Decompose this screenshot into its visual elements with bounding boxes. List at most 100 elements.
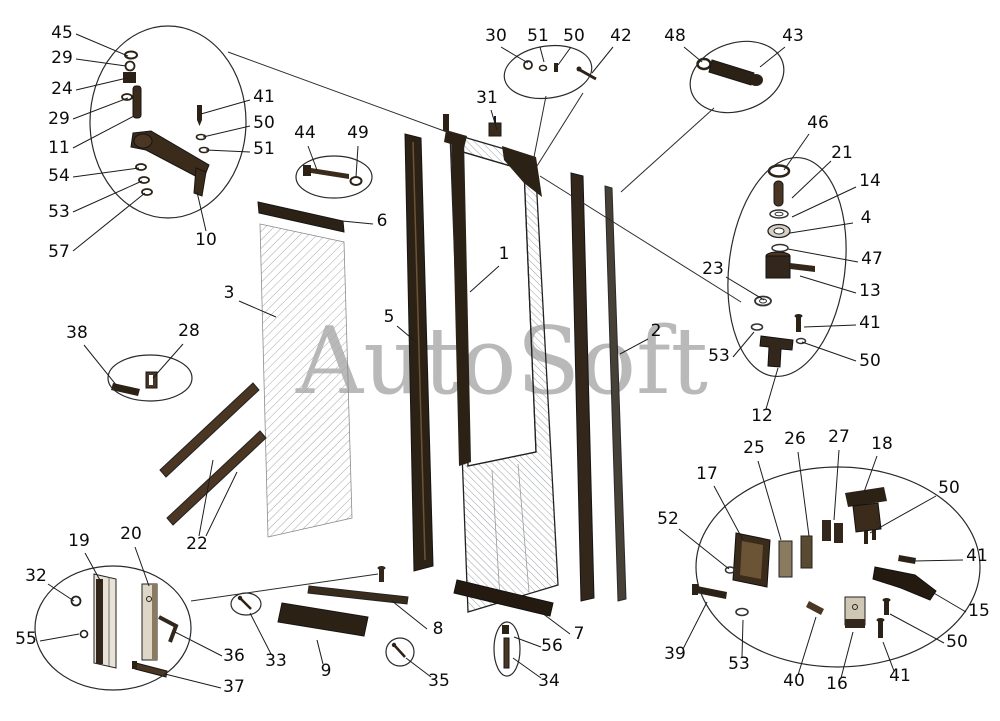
callout-33: 33 [265, 651, 287, 671]
bracket-12 [759, 335, 794, 368]
callout-50e: 50 [946, 632, 968, 652]
callout-41c: 41 [966, 546, 988, 566]
washer-52 [724, 566, 736, 574]
callout-51b: 51 [527, 26, 549, 46]
washer-14 [769, 209, 789, 219]
watermark: AutoSoft [295, 307, 708, 415]
bolt-39 [696, 586, 727, 599]
callout-52: 52 [657, 509, 679, 529]
callout-30: 30 [485, 26, 507, 46]
bubble-fasteners-top [503, 44, 593, 100]
callout-55: 55 [15, 629, 37, 649]
bolt-41r [796, 317, 801, 332]
callout-37: 37 [223, 677, 245, 697]
callout-18: 18 [871, 434, 893, 454]
callout-54: 54 [48, 166, 70, 186]
bubble-limiter [727, 156, 847, 378]
small-bolt [377, 566, 386, 582]
washer-53r [750, 323, 764, 331]
callout-19: 19 [68, 531, 90, 551]
callout-41d: 41 [889, 666, 911, 686]
callout-38: 38 [66, 323, 88, 343]
rod-34 [503, 637, 510, 669]
bracket-31 [488, 116, 502, 137]
callout-47: 47 [861, 249, 883, 269]
callout-41b: 41 [859, 313, 881, 333]
screw-42 [579, 68, 597, 81]
limiter-stack-parts [750, 164, 815, 368]
bolt-50b [884, 601, 889, 615]
bolt-set-44-49 [303, 165, 363, 186]
callout-labels: 45 29 24 29 11 54 53 57 41 50 51 10 30 5… [15, 23, 990, 697]
strip-6 [257, 201, 345, 233]
callout-16: 16 [826, 674, 848, 694]
callout-39: 39 [664, 644, 686, 664]
washer-49 [349, 176, 363, 186]
washer-55 [79, 629, 89, 639]
callout-27: 27 [828, 427, 850, 447]
callout-8: 8 [433, 619, 444, 639]
callout-48: 48 [664, 26, 686, 46]
callout-50b: 50 [563, 26, 585, 46]
callout-15: 15 [968, 601, 990, 621]
callout-20: 20 [120, 524, 142, 544]
assembly-18 [845, 487, 887, 507]
rods-22 [159, 382, 267, 526]
handle-15 [872, 566, 937, 601]
callout-53b: 53 [708, 346, 730, 366]
clip-set-38-28 [111, 371, 158, 396]
callout-12: 12 [751, 406, 773, 426]
cylinder-27b [834, 523, 843, 543]
callout-22: 22 [186, 534, 208, 554]
washer-29 [121, 93, 133, 101]
bubble-bolt-topright [689, 40, 785, 114]
washer-32 [70, 595, 82, 607]
callout-49: 49 [347, 123, 369, 143]
bolt-41b [878, 621, 883, 638]
hinge-pin [443, 114, 449, 131]
plate-25 [778, 540, 793, 578]
washer-57 [141, 188, 153, 196]
fastener-set-top [523, 60, 597, 81]
door-frame [443, 114, 559, 613]
strip-8 [307, 585, 409, 605]
callout-45: 45 [51, 23, 73, 43]
callout-24: 24 [51, 79, 73, 99]
pin-40 [806, 601, 824, 615]
callout-9: 9 [321, 661, 332, 681]
callout-10: 10 [195, 230, 217, 250]
seal-strips-2 [570, 172, 627, 602]
pin-50 [554, 63, 558, 72]
bolt-41a [898, 555, 916, 564]
pin-56 [502, 625, 509, 634]
callout-36: 36 [223, 646, 245, 666]
callout-56: 56 [541, 636, 563, 656]
pin-set-34-56 [502, 625, 510, 669]
hinge-assembly-parts [121, 50, 210, 197]
callout-44: 44 [294, 123, 316, 143]
washer-47 [771, 243, 789, 253]
callout-31: 31 [476, 88, 498, 108]
callout-17: 17 [696, 464, 718, 484]
strip-7 [453, 579, 554, 617]
pin-41 [197, 105, 202, 120]
callout-53c: 53 [728, 654, 750, 674]
bubble-35 [385, 637, 415, 667]
callout-5: 5 [384, 307, 395, 327]
bolt-set-topright [696, 57, 763, 86]
callout-21: 21 [831, 143, 853, 163]
callout-50c: 50 [859, 351, 881, 371]
washer-53b [735, 607, 749, 617]
cylinder-27a [822, 520, 831, 541]
callout-14: 14 [859, 171, 881, 191]
ring-29 [124, 60, 136, 72]
lock-assembly-parts [692, 487, 937, 638]
washer-54 [135, 163, 147, 171]
bubble-44-49 [295, 155, 373, 199]
rod-37 [134, 662, 168, 678]
callout-23: 23 [702, 259, 724, 279]
callout-46: 46 [807, 113, 829, 133]
pin-21 [773, 180, 784, 207]
